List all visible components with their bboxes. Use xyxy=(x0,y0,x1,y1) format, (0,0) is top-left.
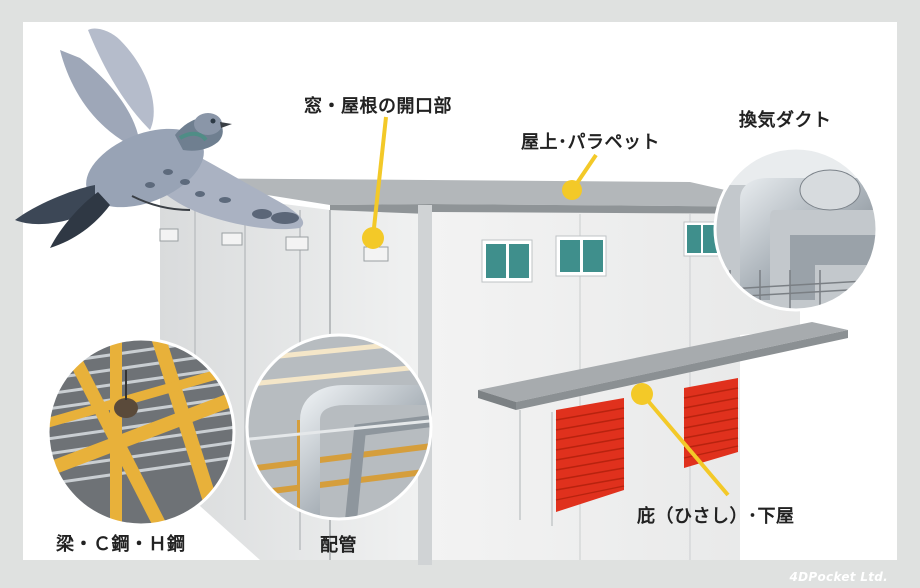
shutter-door xyxy=(683,378,739,468)
window xyxy=(555,235,607,277)
label-window-roof-opening: 窓・屋根の開口部 xyxy=(304,96,452,117)
roof xyxy=(160,178,800,207)
roof-opening-vent xyxy=(221,232,243,246)
callout-parapet xyxy=(562,153,598,200)
callout-eave xyxy=(631,383,730,497)
roof-opening-vent xyxy=(363,246,389,262)
eave xyxy=(478,322,848,526)
piping-photo xyxy=(245,333,433,521)
steel-beam-photo xyxy=(46,337,236,527)
label-piping: 配管 xyxy=(320,535,357,556)
window xyxy=(481,239,533,283)
corner-column xyxy=(418,205,432,565)
label-beam-steel: 梁・Ｃ鋼・Ｈ鋼 xyxy=(56,534,186,555)
callout-window xyxy=(362,116,388,249)
brand-logo: 4DPocket Ltd. xyxy=(789,570,888,584)
roof-opening-vent xyxy=(159,228,179,242)
shutter-door xyxy=(555,398,625,512)
pigeon-illustration xyxy=(15,28,304,248)
label-rooftop-parapet: 屋上･パラペット xyxy=(521,132,660,153)
label-ventilation-duct: 換気ダクト xyxy=(739,110,832,131)
label-eave-lower-roof: 庇（ひさし）･下屋 xyxy=(637,506,795,527)
roof-opening-vent xyxy=(285,236,309,251)
